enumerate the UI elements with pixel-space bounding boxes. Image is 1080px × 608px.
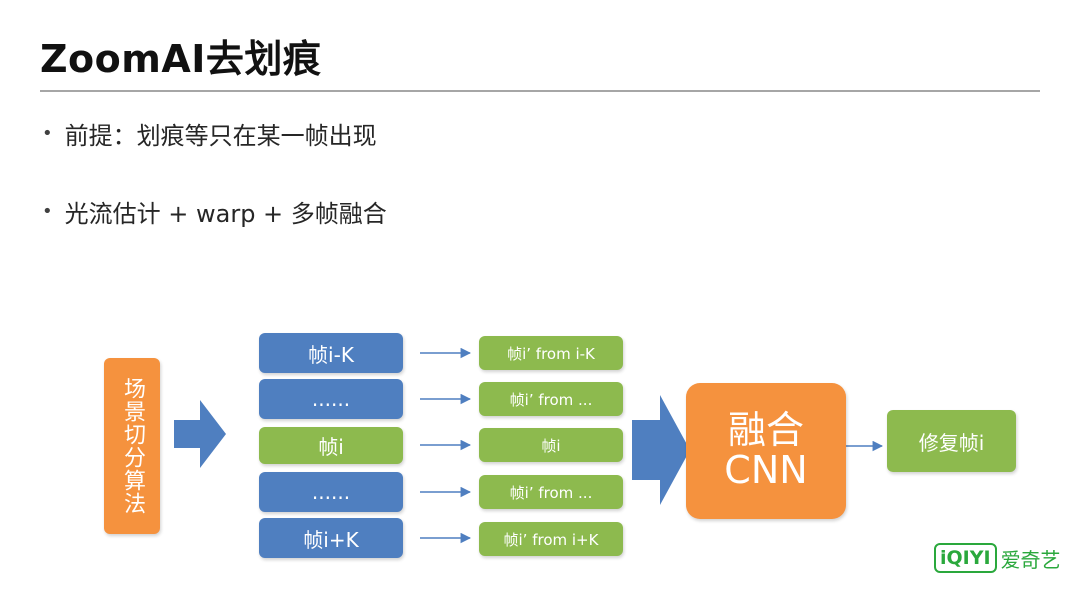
iqiyi-logo-mark: iQIYI bbox=[934, 543, 997, 573]
bullet-dot-icon: • bbox=[42, 201, 53, 222]
bullet-premise-text: 前提：划痕等只在某一帧出现 bbox=[64, 122, 377, 150]
warped-box-from-i-minus-k: 帧i’ from i-K bbox=[479, 336, 623, 370]
frame-box-ellipsis-top: ...... bbox=[259, 379, 403, 419]
frame-box-i-minus-k: 帧i-K bbox=[259, 333, 403, 373]
fusion-cnn-line1: 融合 bbox=[727, 408, 804, 453]
warped-box-from-ellipsis-top: 帧i’ from ... bbox=[479, 382, 623, 416]
title-divider bbox=[40, 90, 1040, 92]
bullet-dot-icon: • bbox=[42, 123, 53, 144]
block-arrow-to-frames bbox=[174, 400, 226, 468]
bullet-method-text: 光流估计 + warp + 多帧融合 bbox=[64, 200, 387, 228]
output-restored-frame-box: 修复帧i bbox=[887, 410, 1016, 472]
warped-box-from-i-plus-k: 帧i’ from i+K bbox=[479, 522, 623, 556]
bullet-premise: • 前提：划痕等只在某一帧出现 bbox=[42, 116, 377, 151]
frame-box-i-plus-k: 帧i+K bbox=[259, 518, 403, 558]
fusion-cnn-line2: CNN bbox=[724, 448, 808, 492]
fusion-cnn-box: 融合 CNN bbox=[686, 383, 846, 519]
warped-box-i: 帧i bbox=[479, 428, 623, 462]
slide-title: ZoomAI去划痕 bbox=[40, 37, 322, 81]
block-arrow-to-fusion bbox=[632, 395, 690, 505]
warped-box-from-ellipsis-bottom: 帧i’ from ... bbox=[479, 475, 623, 509]
iqiyi-logo-text: 爱奇艺 bbox=[1000, 547, 1061, 572]
iqiyi-logo: iQIYI 爱奇艺 bbox=[934, 543, 1061, 573]
frame-box-ellipsis-bottom: ...... bbox=[259, 472, 403, 512]
frame-box-i: 帧i bbox=[259, 427, 403, 464]
scene-detection-box: 场景切分算法 bbox=[104, 358, 160, 534]
bullet-method: • 光流估计 + warp + 多帧融合 bbox=[42, 194, 387, 229]
